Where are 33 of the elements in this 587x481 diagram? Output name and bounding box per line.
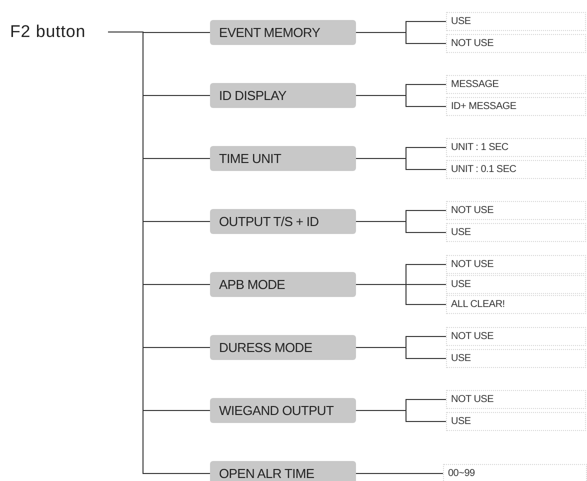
- menu-box: OUTPUT T/S + ID: [210, 209, 356, 234]
- connector-line: [356, 221, 446, 233]
- option-box: ID+ MESSAGE: [446, 97, 586, 116]
- option-box: 00~99: [443, 464, 587, 481]
- option-box: NOT USE: [446, 201, 586, 220]
- option-box: ALL CLEAR!: [446, 295, 586, 314]
- menu-box: APB MODE: [210, 272, 356, 297]
- option-box: NOT USE: [446, 327, 586, 346]
- option-box: USE: [446, 275, 586, 294]
- option-box: MESSAGE: [446, 75, 586, 94]
- menu-box: DURESS MODE: [210, 335, 356, 360]
- option-box: NOT USE: [446, 255, 586, 274]
- connector-line: [356, 473, 444, 474]
- connector-line: [356, 158, 446, 170]
- root-label: F2 button: [10, 22, 108, 42]
- option-box: UNIT : 1 SEC: [446, 138, 586, 157]
- option-box: UNIT : 0.1 SEC: [446, 160, 586, 179]
- menu-box: WIEGAND OUTPUT: [210, 398, 356, 423]
- connector-line: [356, 32, 446, 44]
- option-box: USE: [446, 349, 586, 368]
- option-box: USE: [446, 412, 586, 431]
- menu-box: OPEN ALR TIME: [210, 461, 356, 481]
- connector-line: [356, 347, 446, 359]
- option-box: USE: [446, 12, 586, 31]
- option-box: USE: [446, 223, 586, 242]
- connector-line: [356, 284, 446, 305]
- option-box: NOT USE: [446, 34, 586, 53]
- menu-box: EVENT MEMORY: [210, 20, 356, 45]
- menu-box: TIME UNIT: [210, 146, 356, 171]
- option-box: NOT USE: [446, 390, 586, 409]
- menu-box: ID DISPLAY: [210, 83, 356, 108]
- connector-line: [356, 95, 446, 107]
- connector-line: [356, 410, 446, 422]
